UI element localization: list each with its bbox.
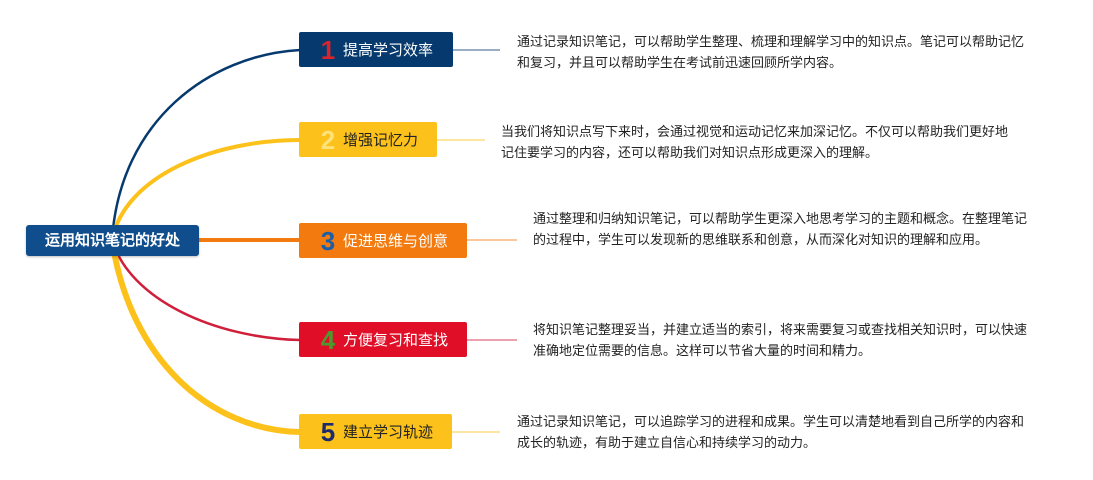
connector-4 [110,239,301,342]
branch-number-1: 1 [320,34,336,65]
branch-node-4[interactable]: 4 方便复习和查找 [299,322,467,357]
root-node[interactable]: 运用知识笔记的好处 [26,225,199,256]
branch-label-3: 促进思维与创意 [343,231,449,250]
branch-label-5: 建立学习轨迹 [343,422,434,441]
branch-node-3[interactable]: 3 促进思维与创意 [299,223,467,258]
connector-5 [109,239,301,435]
branch-number-2: 2 [320,124,336,155]
branch-label-4: 方便复习和查找 [343,330,449,349]
branch-number-4: 4 [320,324,336,355]
branch-number-3: 3 [320,225,336,256]
connector-2 [110,138,301,241]
branch-description-3: 通过整理和归纳知识笔记，可以帮助学生更深入地思考学习的主题和概念。在整理笔记的过… [533,212,1028,248]
branch-label-1: 提高学习效率 [343,40,434,59]
branch-node-5[interactable]: 5 建立学习轨迹 [299,414,452,449]
connector-1 [110,48,301,241]
branch-description-2: 当我们将知识点写下来时，会通过视觉和运动记忆来加深记忆。不仅可以帮助我们更好地记… [501,125,1009,161]
branch-number-5: 5 [320,416,336,447]
branch-node-2[interactable]: 2 增强记忆力 [299,122,437,157]
branch-description-4: 将知识笔记整理妥当，并建立适当的索引，将来需要复习或查找相关知识时，可以快速准确… [533,323,1028,359]
branch-node-1[interactable]: 1 提高学习效率 [299,32,453,67]
branch-description-5: 通过记录知识笔记，可以追踪学习的进程和成果。学生可以清楚地看到自己所学的内容和成… [517,415,1025,451]
branch-label-2: 增强记忆力 [343,130,419,149]
branch-description-1: 通过记录知识笔记，可以帮助学生整理、梳理和理解学习中的知识点。笔记可以帮助记忆和… [517,35,1025,71]
